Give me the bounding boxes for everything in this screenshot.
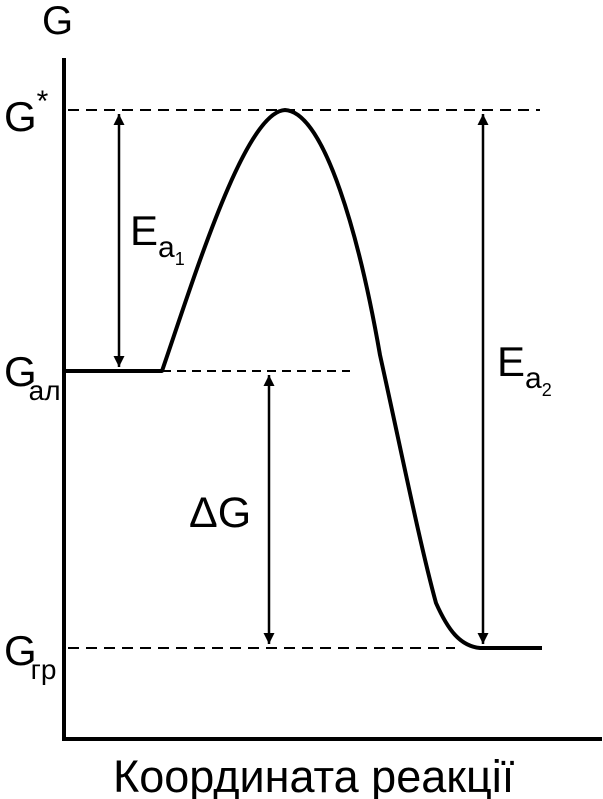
initial-state-label: Gал xyxy=(4,348,61,406)
activation-energy-1-label: Ea1 xyxy=(130,207,185,269)
reaction-energy-curve xyxy=(64,108,542,650)
delta-g-label: ΔG xyxy=(189,489,251,537)
activation-energy-2-label: Ea2 xyxy=(497,338,552,400)
y-axis-label: G xyxy=(42,0,73,43)
final-state-label: Gгр xyxy=(4,627,56,685)
transition-state-label: G* xyxy=(4,85,49,140)
x-axis-label: Координата реакції xyxy=(113,751,515,799)
